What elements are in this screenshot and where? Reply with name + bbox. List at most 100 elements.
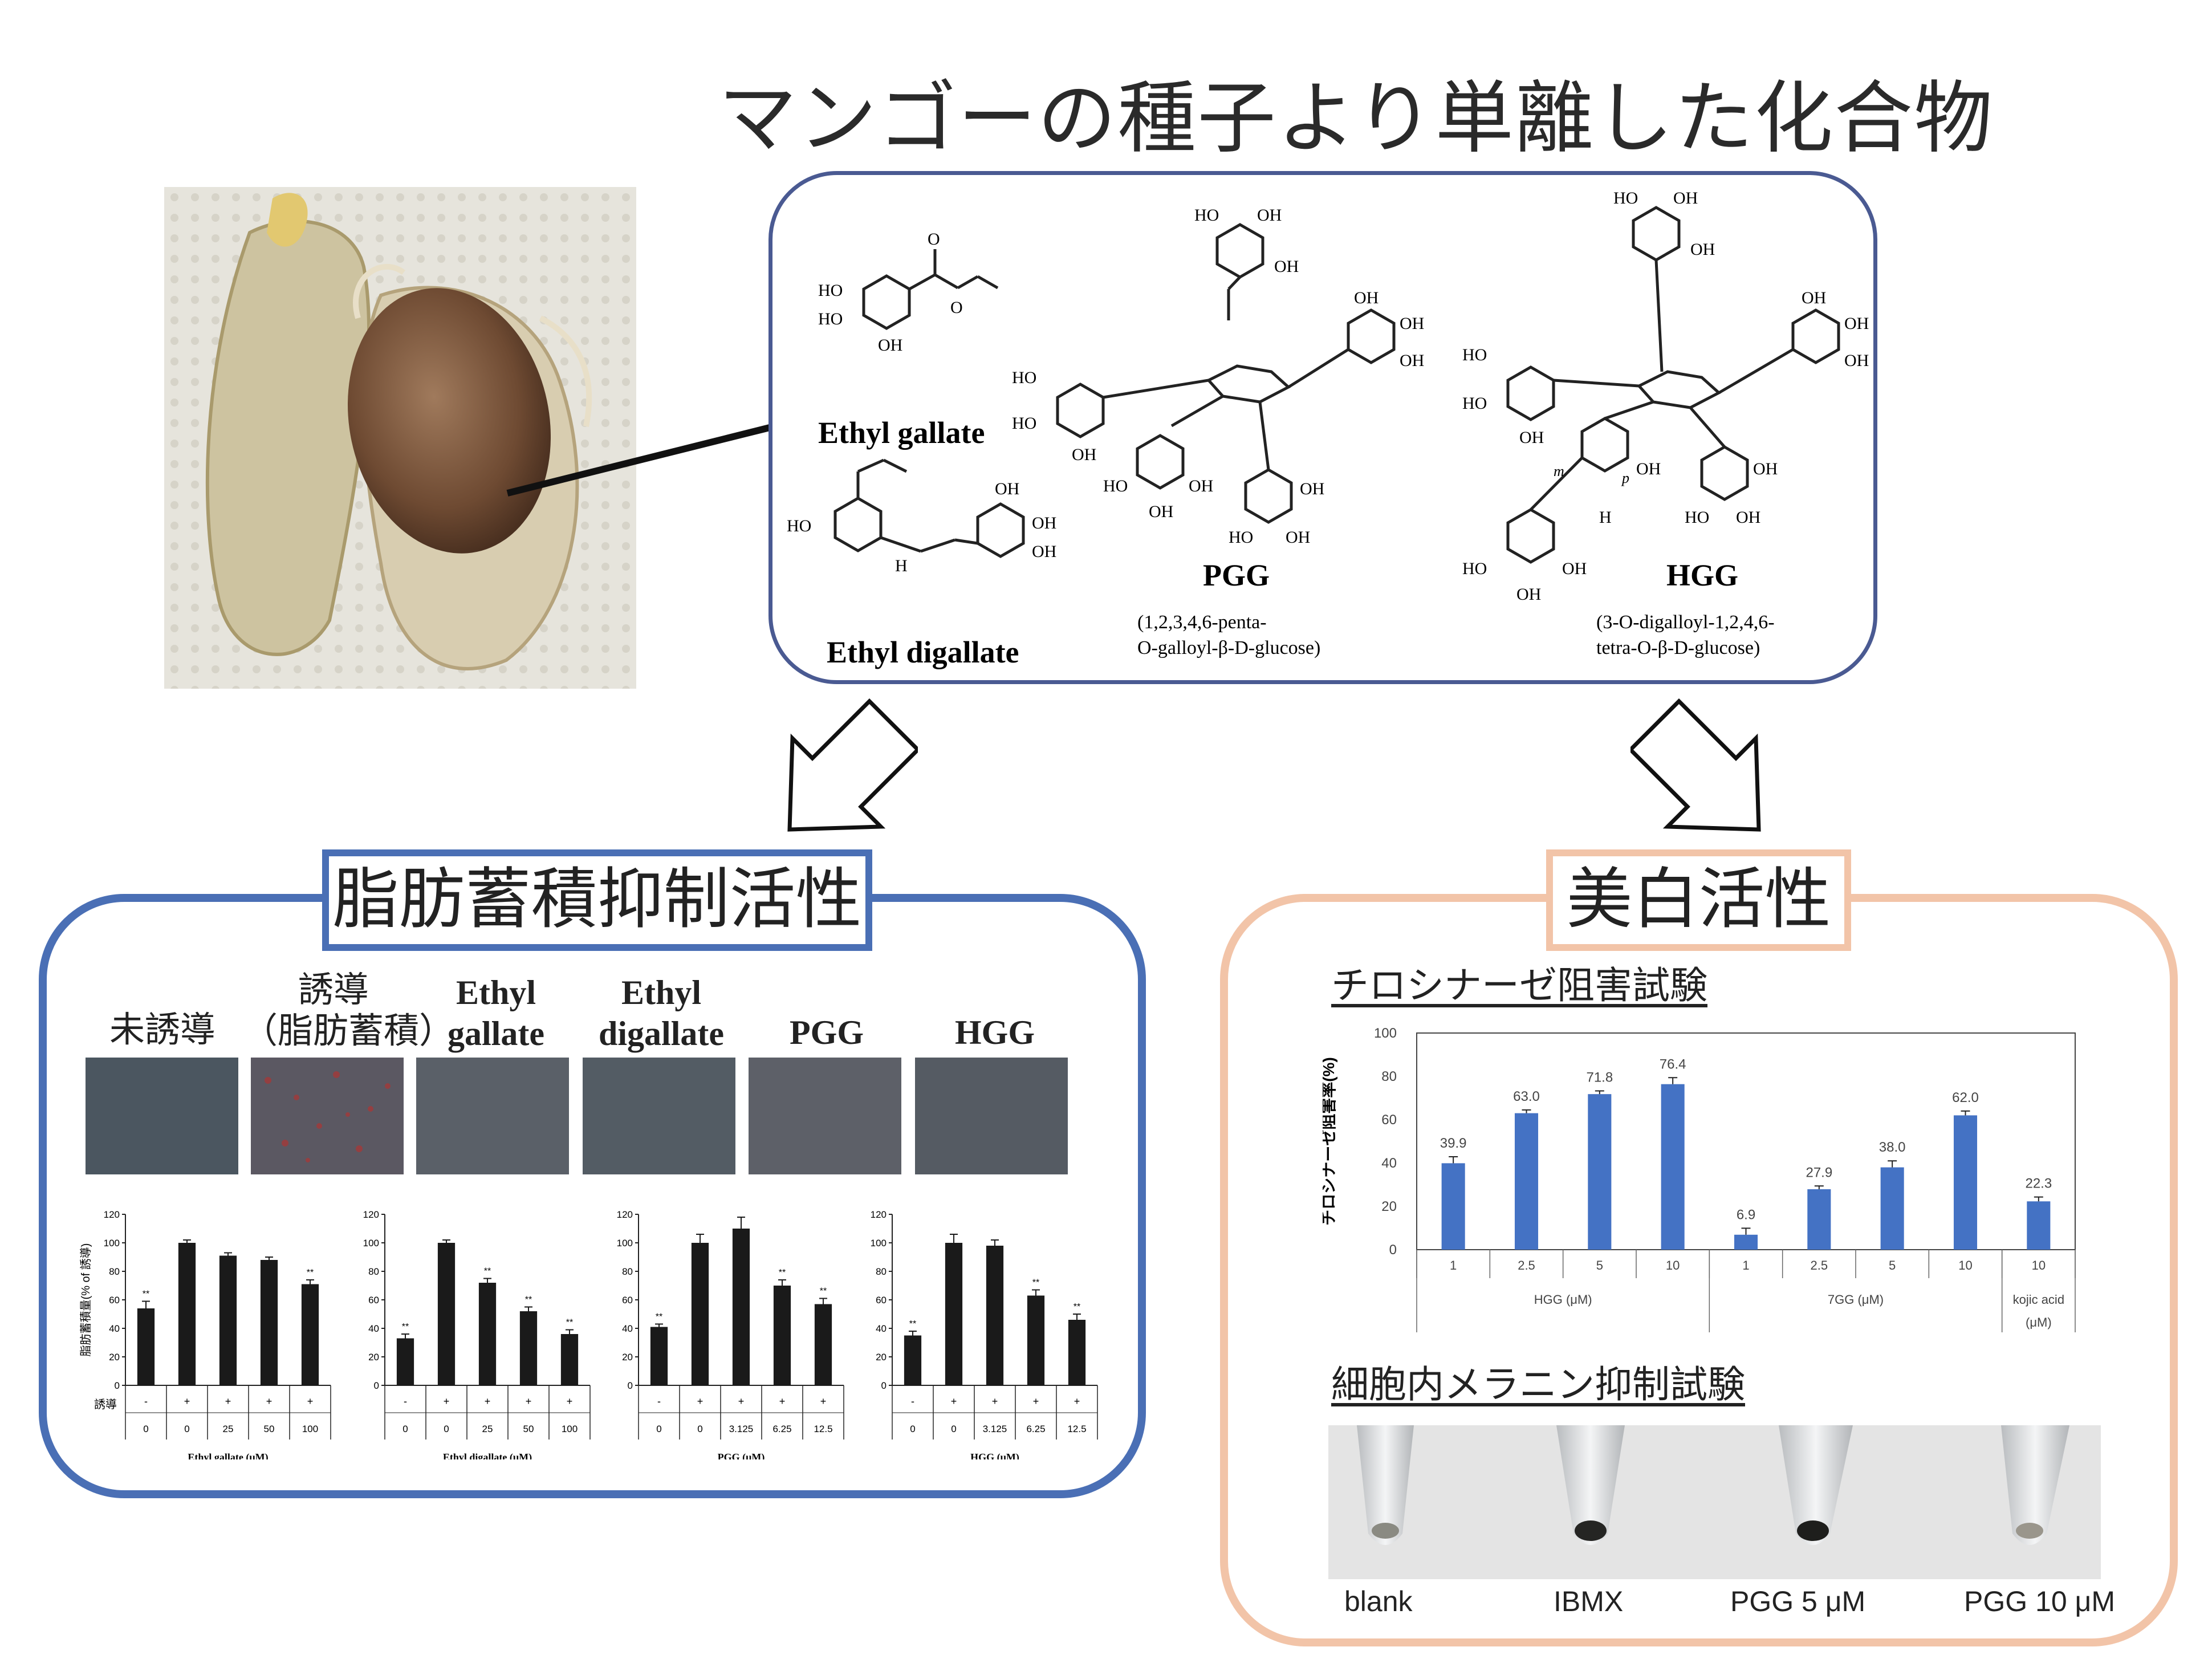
tyrosinase-chart: チロシナーゼ阻害率(%)02040608010039.9163.02.571.8… [1323, 1026, 2076, 1332]
x-tick-label: 5 [1889, 1258, 1896, 1272]
x-axis-label: HGG (μM) [970, 1451, 1019, 1459]
atom-oh: OH [995, 479, 1019, 498]
x-tick-label: 10 [2032, 1258, 2046, 1272]
arrow-left-icon [787, 698, 918, 832]
significance-label: ** [143, 1290, 149, 1299]
induction-label: + [567, 1396, 573, 1407]
fat-section-box [39, 894, 1146, 1498]
induction-label: + [307, 1396, 314, 1407]
x-tick-label: 100 [562, 1424, 578, 1434]
y-tick-label: 120 [363, 1209, 379, 1220]
atom-p: p [1621, 470, 1629, 486]
tyrosinase-title: チロシナーゼ阻害試験 [1331, 963, 1707, 1007]
induction-label: + [951, 1396, 957, 1407]
y-tick-label: 100 [363, 1238, 379, 1249]
col-label-induced: 誘導 （脂肪蓄積） [242, 969, 455, 1051]
page-title: マンゴーの種子より単離した化合物 [718, 72, 1994, 164]
atom-oh: OH [1802, 288, 1826, 307]
atom-oh: OH [1072, 445, 1096, 464]
x-tick-label: 0 [656, 1424, 661, 1434]
group-label: (μM) [2026, 1315, 2052, 1329]
x-tick-label: 0 [143, 1424, 148, 1434]
y-tick-label: 20 [368, 1352, 379, 1363]
y-tick-label: 0 [628, 1380, 633, 1391]
bar [301, 1284, 319, 1385]
y-tick-label: 40 [876, 1323, 887, 1334]
label-ethyl-digallate: Ethyl digallate [827, 635, 1019, 669]
atom-oh: OH [1032, 514, 1056, 532]
x-tick-label: 6.25 [772, 1424, 791, 1434]
fat-section-title: 脂肪蓄積抑制活性 [322, 849, 872, 951]
data-label: 62.0 [1952, 1090, 1979, 1105]
atom-oh: OH [1274, 257, 1299, 276]
x-tick-label: 6.25 [1026, 1424, 1045, 1434]
label-ethyl-gallate: Ethyl gallate [818, 416, 985, 450]
atom-oh: OH [1400, 351, 1424, 370]
atom-oh: OH [1257, 206, 1282, 225]
y-tick-label: 80 [368, 1266, 379, 1277]
data-label: 27.9 [1806, 1165, 1832, 1180]
significance-label: ** [1074, 1302, 1080, 1312]
micro-image-pgg [749, 1058, 901, 1174]
induction-label: - [144, 1396, 148, 1407]
x-tick-label: 10 [1666, 1258, 1680, 1272]
bar [2027, 1201, 2051, 1250]
atom-oh: OH [1844, 314, 1869, 333]
data-label: 6.9 [1737, 1207, 1755, 1222]
y-tick-label: 120 [871, 1209, 887, 1220]
atom-ho: HO [1229, 528, 1253, 547]
x-tick-label: 3.125 [729, 1424, 754, 1434]
bar [1953, 1115, 1978, 1250]
tube-label-pgg10: PGG 10 μM [1964, 1585, 2115, 1617]
atom-ho: HO [818, 281, 843, 300]
col-label-hgg: HGG [954, 1014, 1035, 1051]
bar [1734, 1234, 1758, 1250]
x-tick-label: 50 [264, 1424, 275, 1434]
x-tick-label: 0 [444, 1424, 449, 1434]
x-tick-label: 0 [402, 1424, 408, 1434]
y-tick-label: 40 [1381, 1156, 1397, 1171]
y-tick-label: 0 [115, 1380, 120, 1391]
induction-label: - [404, 1396, 407, 1407]
arrow-right-icon [1630, 698, 1761, 832]
mango-seed-photo [164, 187, 636, 689]
bar [904, 1335, 922, 1385]
atom-h: H [895, 556, 908, 575]
y-tick-label: 120 [104, 1209, 120, 1220]
x-tick-label: 1 [1742, 1258, 1749, 1272]
tube-label-blank: blank [1344, 1585, 1413, 1617]
group-label: kojic acid [2013, 1292, 2064, 1307]
whitening-section-title: 美白活性 [1546, 849, 1851, 951]
x-tick-label: 0 [951, 1424, 956, 1434]
bar [773, 1286, 791, 1385]
data-label: 22.3 [2025, 1176, 2052, 1192]
x-tick-label: 2.5 [1518, 1258, 1535, 1272]
atom-oh: OH [1736, 508, 1760, 527]
y-tick-label: 20 [109, 1352, 120, 1363]
y-tick-label: 80 [622, 1266, 633, 1277]
data-label: 71.8 [1586, 1070, 1613, 1085]
y-tick-label: 100 [104, 1238, 120, 1249]
bar [1514, 1113, 1539, 1250]
micro-image-ethyl-gallate [416, 1058, 569, 1174]
induction-label: + [1074, 1396, 1080, 1407]
atom-ho: HO [787, 517, 811, 535]
y-tick-label: 20 [876, 1352, 887, 1363]
atom-h: H [1599, 508, 1612, 527]
x-tick-label: 25 [482, 1424, 493, 1434]
x-axis-label: PGG (μM) [718, 1451, 765, 1459]
x-tick-label: 12.5 [814, 1424, 832, 1434]
bar [1027, 1295, 1045, 1385]
fat-chart-hgg: 020406080100120**-0+0+3.125**+6.25**+12.… [871, 1209, 1098, 1459]
atom-oh: OH [1673, 189, 1698, 208]
bar [1661, 1084, 1685, 1250]
induction-label: + [820, 1396, 827, 1407]
bar [1807, 1189, 1831, 1250]
y-axis-label: チロシナーゼ阻害率(%) [1323, 1057, 1337, 1226]
atom-ho: HO [1613, 189, 1638, 208]
significance-label: ** [779, 1268, 786, 1278]
induction-label: + [225, 1396, 231, 1407]
bar [1880, 1167, 1904, 1250]
label-hgg: HGG [1666, 558, 1738, 592]
atom-oh: OH [1300, 479, 1324, 498]
